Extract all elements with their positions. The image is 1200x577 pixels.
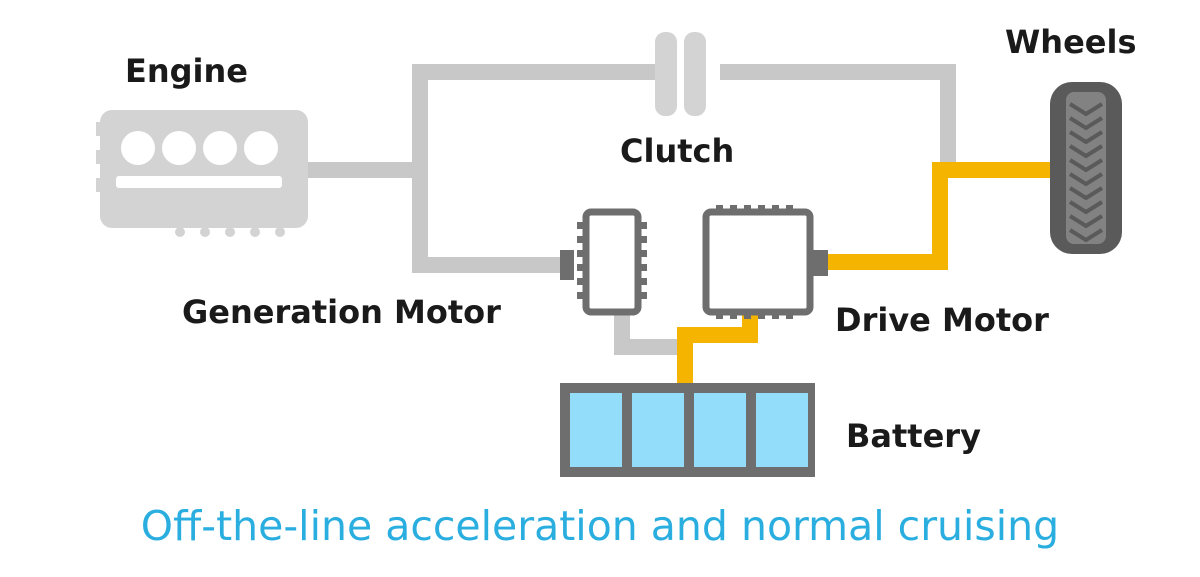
clutch-to-wheels-path [720, 64, 956, 170]
diagram-caption: Off-the-line acceleration and normal cru… [140, 502, 1060, 550]
clutch-label: Clutch [620, 132, 735, 170]
battery-cell [756, 393, 808, 467]
drive-motor-icon [702, 205, 828, 319]
drive-motor-label: Drive Motor [835, 301, 1049, 339]
generation-motor-icon [560, 208, 647, 316]
battery-icon [560, 383, 815, 477]
wheel-icon [1050, 82, 1122, 254]
drive-motor-to-wheels-path [825, 162, 1055, 270]
battery-cell [632, 393, 684, 467]
battery-to-drive-motor-path [677, 315, 758, 385]
battery-cell [570, 393, 622, 467]
clutch-icon [655, 32, 706, 116]
engine-icon [96, 110, 308, 237]
engine-to-generation-motor-path [412, 170, 568, 273]
engine-label: Engine [125, 52, 248, 90]
generation-motor-to-battery-path [614, 300, 685, 355]
engine-to-clutch-path [305, 64, 660, 178]
battery-label: Battery [846, 417, 981, 455]
battery-cell [694, 393, 746, 467]
generation-motor-label: Generation Motor [182, 293, 501, 331]
wheels-label: Wheels [1005, 23, 1137, 61]
